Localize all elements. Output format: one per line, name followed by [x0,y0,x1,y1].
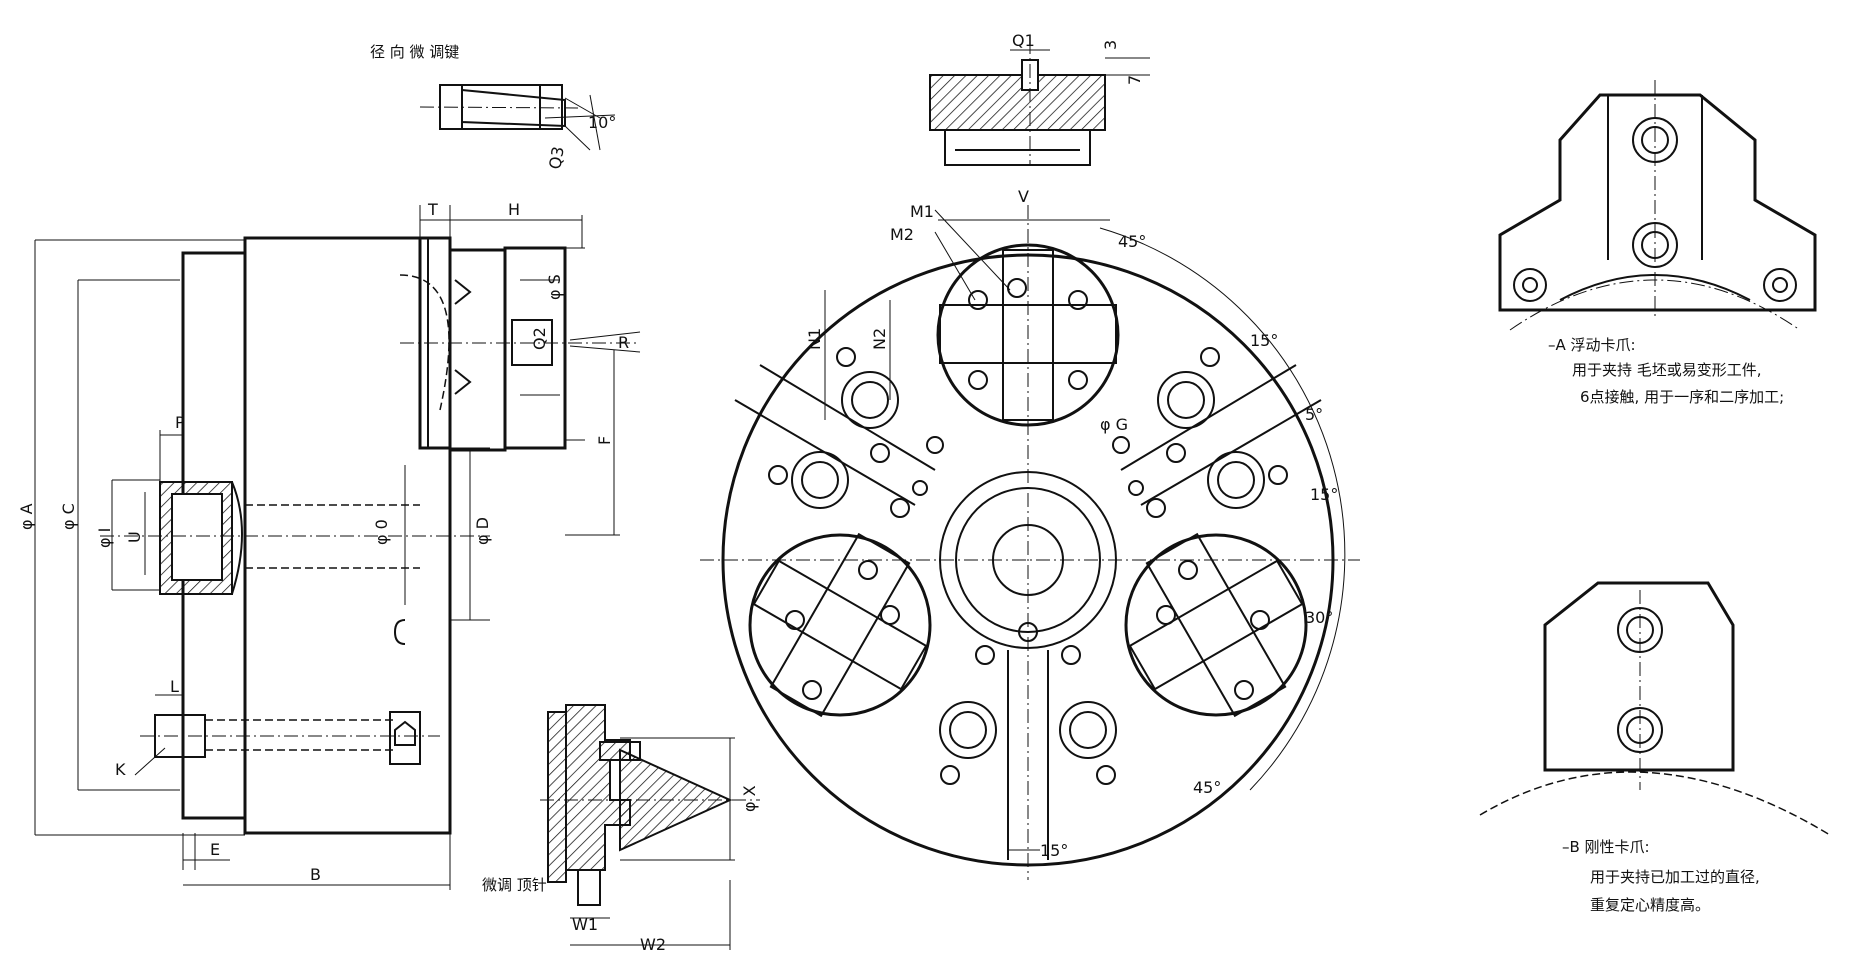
angle-30: 30° [1305,608,1333,627]
dim-n2: N2 [870,328,889,350]
jaw-a-line1: 用于夹持 毛坯或易变形工件, [1572,361,1762,379]
dim-s: φ S [545,274,564,300]
dim-w2: W2 [640,935,666,954]
jaw-pocket-left [748,532,932,718]
jaw-a-figure: –A 浮动卡爪: 用于夹持 毛坯或易变形工件, 6点接触, 用于一序和二序加工; [1498,80,1817,406]
dim-x: φ X [740,785,759,812]
jaw-b-figure: –B 刚性卡爪: 用于夹持已加工过的直径, 重复定心精度高。 [1479,581,1831,914]
dim-7: 7 [1125,75,1144,85]
q3-label: Q3 [545,145,568,171]
dim-f: F [595,436,614,445]
dim-q2: Q2 [530,327,549,350]
dim-e: E [210,840,220,859]
jaw-b-title: –B 刚性卡爪: [1562,838,1650,856]
jaw-pocket-top [936,243,1120,427]
jaw-a-line2: 6点接触, 用于一序和二序加工; [1580,388,1784,406]
dim-w1: W1 [572,915,598,934]
dim-c: φ C [59,503,78,530]
jaw-b-line2: 重复定心精度高。 [1590,896,1710,914]
dim-g: φ G [1100,415,1128,434]
angle-15-a: 15° [1250,331,1278,350]
jaw-a-title: –A 浮动卡爪: [1548,336,1636,354]
dim-b: B [310,865,321,884]
dim-r: R [618,333,629,352]
jaw-pocket-right [1124,532,1308,718]
jaw-section-top: Q1 3 7 [929,31,1150,166]
dim-3: 3 [1101,40,1120,50]
dim-n1: N1 [805,328,824,350]
dim-v: V [1018,187,1029,206]
side-view: φ A φ C φ I U [17,200,641,890]
front-view: V M1 M2 N1 N2 φ G 45° 15° 5° 15° 30° 45°… [700,187,1360,880]
adjust-center-detail: φ X 微调 顶针 W1 W2 [482,704,760,954]
jaw-b-line1: 用于夹持已加工过的直径, [1590,868,1760,886]
dim-h: H [508,200,520,219]
dim-l: L [170,677,179,696]
dim-m1: M1 [910,202,934,221]
angle-15-b: 15° [1310,485,1338,504]
dim-m2: M2 [890,225,914,244]
key-title: 径 向 微 调键 [370,43,459,61]
dim-q1: Q1 [1012,31,1035,50]
dim-t: T [427,200,438,219]
dim-a: φ A [17,503,36,530]
angle-45-top: 45° [1118,232,1146,251]
dim-d: φ D [473,517,492,545]
radial-key-detail: 径 向 微 调键 10° Q3 [370,43,616,171]
angle-45-bottom: 45° [1193,778,1221,797]
angle-15-bottom: 15° [1040,841,1068,860]
key-angle-label: 10° [588,113,616,132]
dim-p: P [175,413,185,432]
dim-i: φ I [95,528,114,548]
dim-o: φ 0 [372,519,391,545]
dim-k: K [115,760,126,779]
center-tool-label: 微调 顶针 [482,876,547,894]
angle-5: 5° [1305,405,1323,424]
dim-u: U [125,531,144,543]
